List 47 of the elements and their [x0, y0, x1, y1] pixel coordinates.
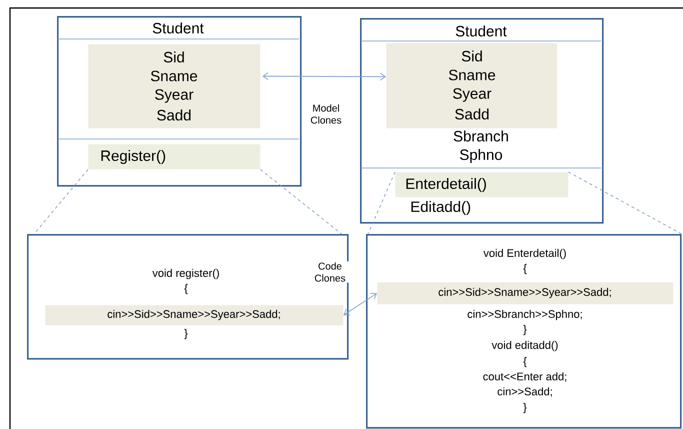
- method-box: [88, 144, 260, 170]
- code-line: {: [523, 264, 527, 274]
- attribute-name: Sid: [164, 52, 184, 62]
- code-line: }: [523, 324, 527, 336]
- arrow: [262, 72, 386, 81]
- code-box: [366, 234, 682, 429]
- attribute-name: Syear: [155, 89, 194, 103]
- dashed-line: [260, 169, 342, 234]
- attribute-name: Sname: [150, 70, 198, 82]
- class-name: Student: [456, 26, 507, 36]
- method-name: Editadd(): [411, 201, 470, 215]
- class-box: [57, 16, 302, 187]
- arrow: [343, 293, 377, 316]
- code-line: void Enterdetail(): [483, 248, 566, 260]
- edge-label: Model Clones: [303, 103, 349, 125]
- code-line: }: [184, 328, 188, 340]
- method-box: [395, 172, 568, 198]
- code-line: }: [523, 402, 527, 414]
- attribute-name: Sadd: [455, 108, 489, 120]
- code-box: [27, 234, 349, 360]
- code-line: cin>>Sid>>Sname>>Syear>>Sadd;: [108, 310, 280, 320]
- code-line: void register(): [152, 268, 219, 280]
- code-line: cin>>Sid>>Sname>>Syear>>Sadd;: [438, 288, 611, 298]
- code-highlight: [45, 305, 344, 326]
- dashed-line: [568, 172, 682, 234]
- code-line: void editadd(): [492, 340, 558, 352]
- attribute-name: Sname: [448, 70, 496, 80]
- code-line: cout<<Enter add;: [483, 372, 566, 382]
- code-line: {: [523, 356, 527, 368]
- attribute-box: [386, 43, 558, 128]
- dashed-line: [368, 172, 396, 234]
- method-name: Enterdetail(): [406, 178, 486, 192]
- class-name: Student: [152, 22, 204, 34]
- code-line: {: [184, 284, 188, 294]
- attribute-box: [88, 44, 260, 128]
- code-line: cin>>Sbranch>>Sphno;: [468, 310, 582, 320]
- attribute-name: Sadd: [157, 110, 191, 120]
- method-name: Register(): [101, 150, 166, 164]
- attribute-name: Sbranch: [454, 130, 508, 142]
- class-box: [360, 18, 604, 224]
- code-highlight: [377, 282, 674, 304]
- edge-label: Code Clones: [307, 261, 353, 283]
- dashed-line: [34, 169, 88, 234]
- code-line: cin>>Sadd;: [498, 387, 552, 397]
- attribute-name: Sphno: [460, 149, 502, 163]
- attribute-name: Sid: [462, 50, 482, 62]
- attribute-name: Syear: [453, 88, 492, 102]
